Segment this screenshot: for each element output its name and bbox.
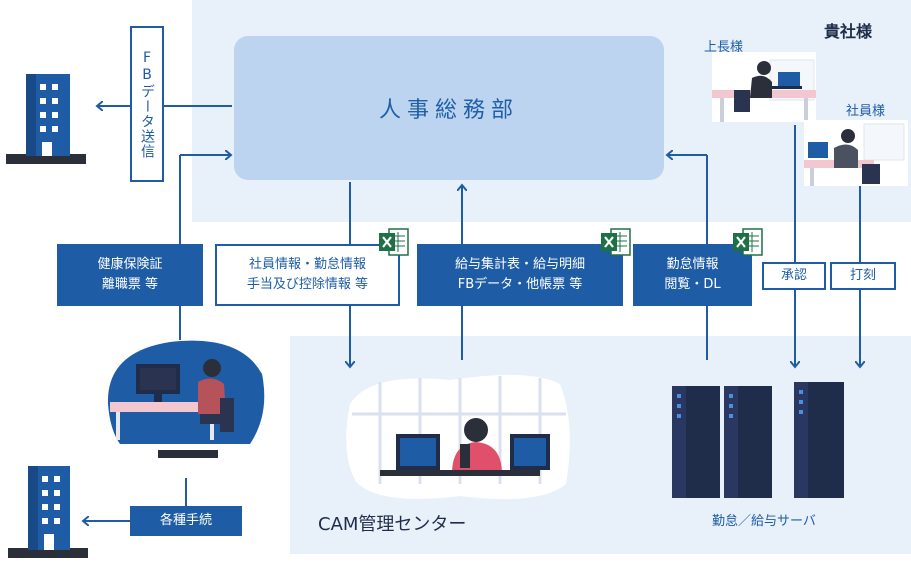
fb-transfer-label: FBデータ送信 (139, 49, 155, 159)
employee-label: 社員様 (846, 104, 886, 119)
excel-icon (379, 228, 409, 256)
excel-icon (733, 228, 763, 256)
insurance-line1: 健康保険証 (97, 256, 163, 272)
clock-in-label: 打刻 (849, 267, 876, 283)
procedures-box: 各種手続 (130, 506, 242, 536)
attendance-box: 勤怠情報 閲覧・DL (633, 244, 752, 306)
staff-illustration (107, 340, 265, 458)
excel-icon (601, 228, 631, 256)
office-building-icon (8, 466, 88, 558)
employee-info-box: 社員情報・勤怠情報 手当及び控除情報 等 (215, 244, 400, 306)
servers-label: 勤怠／給与サーバ (712, 514, 816, 529)
clock-in-box: 打刻 (830, 262, 896, 290)
attendance-line1: 勤怠情報 (666, 256, 719, 272)
server-racks-illustration (672, 382, 844, 498)
cam-center-illustration (346, 374, 570, 500)
approval-label: 承認 (780, 267, 807, 283)
procedures-label: 各種手続 (159, 512, 212, 528)
client-title: 貴社様 (824, 22, 873, 41)
attendance-line2: 閲覧・DL (664, 277, 721, 292)
boss-label: 上長様 (704, 40, 744, 55)
payroll-output-line2: FBデータ・他帳票 等 (457, 277, 583, 292)
employee-info-line2: 手当及び控除情報 等 (246, 277, 369, 292)
boss-illustration (712, 52, 816, 122)
fb-transfer-box: FBデータ送信 (130, 26, 164, 182)
cam-center-label: CAM管理センター (318, 514, 467, 535)
approval-box: 承認 (762, 262, 826, 290)
hr-department-label: 人事総務部 (378, 98, 519, 123)
bank-building-icon (6, 74, 86, 164)
employee-illustration (804, 120, 908, 186)
employee-info-line1: 社員情報・勤怠情報 (248, 256, 366, 272)
hr-department: 人事総務部 (234, 36, 664, 180)
payroll-output-box: 給与集計表・給与明細 FBデータ・他帳票 等 (417, 244, 623, 306)
insurance-box: 健康保険証 離職票 等 (57, 244, 203, 306)
payroll-output-line1: 給与集計表・給与明細 (454, 256, 585, 272)
insurance-line2: 離職票 等 (101, 277, 159, 292)
